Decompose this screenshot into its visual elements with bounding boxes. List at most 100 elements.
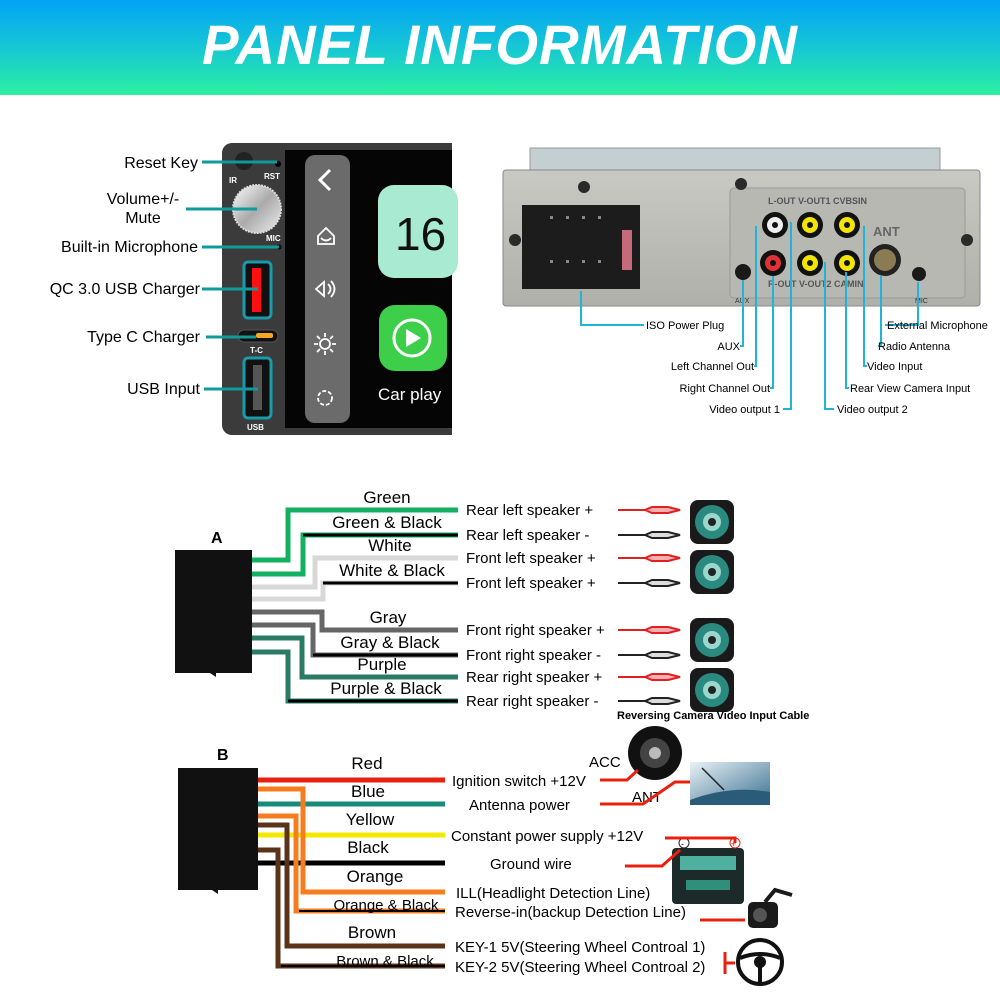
backup-camera-image: [748, 887, 793, 928]
tc-mark: T-C: [250, 346, 263, 355]
wire-color-label: Green: [363, 488, 410, 507]
settings-icon[interactable]: [317, 390, 333, 406]
wire-color-label: Brown: [348, 923, 396, 942]
label-radio-antenna: Radio Antenna: [878, 341, 951, 353]
label-left-channel-out: Left Channel Out: [671, 361, 754, 373]
rear-panel: L-OUT V-OUT1 CVBSIN R-OUT V-OUT2 CAMIN A…: [502, 147, 988, 416]
wire-function-label: KEY-2 5V(Steering Wheel Controal 2): [455, 959, 705, 976]
clock-time: 16: [395, 208, 446, 260]
rear-leader-lines: [580, 222, 919, 410]
home-icon[interactable]: [317, 226, 335, 245]
brightness-icon[interactable]: [314, 333, 336, 355]
page-title: PANEL INFORMATION: [202, 13, 798, 76]
wire-function-label: Reverse-in(backup Detection Line): [455, 904, 686, 921]
label-external-microphone: External Microphone: [887, 320, 988, 332]
speaker-icon: [690, 668, 734, 712]
label-type-c: Type C Charger: [87, 329, 201, 346]
label-qc-usb: QC 3.0 USB Charger: [50, 281, 201, 298]
harness-b-plug: [178, 768, 258, 894]
wire-color-label: White & Black: [339, 561, 445, 580]
negative-terminal-connector: [618, 697, 681, 705]
wire-color-label: Gray & Black: [340, 633, 440, 652]
rear-mark-top: L-OUT V-OUT1 CVBSIN: [768, 196, 867, 206]
wire-color-label: White: [368, 536, 411, 555]
wire-color-label: Purple: [357, 655, 406, 674]
battery-negative: -: [681, 839, 684, 849]
harness-a-plug: [175, 550, 252, 677]
front-panel: 16 Car play IR RST MIC T-C USB Reset Key…: [50, 143, 462, 435]
wire-path: [258, 786, 445, 895]
back-chevron-icon[interactable]: [317, 168, 332, 192]
rear-mark-bottom: R-OUT V-OUT2 CAMIN: [768, 279, 864, 289]
aux-jack: [735, 264, 751, 280]
wire-function-label: Front left speaker +: [466, 550, 596, 567]
wire-function-label: Rear right speaker -: [466, 693, 599, 710]
volume-icon[interactable]: [314, 280, 336, 298]
positive-terminal-connector: [618, 554, 681, 562]
label-right-channel-out: Right Channel Out: [680, 383, 771, 395]
wire-color-label: Gray: [370, 608, 407, 627]
iso-connector: [522, 205, 640, 289]
rst-mark: RST: [264, 172, 280, 181]
wire-function-label: ILL(Headlight Detection Line): [456, 885, 650, 902]
rca-jacks: [760, 212, 860, 276]
positive-terminal-connector: [618, 506, 681, 514]
wire-brown-black: Brown & Black KEY-2 5V(Steering Wheel Con…: [258, 847, 705, 976]
carplay-label[interactable]: Car play: [378, 385, 442, 404]
steering-wheel-icon: [736, 938, 784, 986]
accessory-links: [600, 768, 745, 974]
ant-label: ANT: [632, 789, 662, 806]
label-video-output-1: Video output 1: [709, 404, 780, 416]
speaker-icon: [690, 618, 734, 662]
wire-function-label: Rear right speaker +: [466, 669, 603, 686]
battery-positive: +: [731, 839, 736, 849]
label-mute: Mute: [125, 210, 161, 227]
label-rear-camera-input: Rear View Camera Input: [850, 383, 970, 395]
wire-color-label: Red: [351, 754, 382, 773]
chassis-top: [529, 147, 941, 173]
wire-path: [252, 555, 458, 590]
clock-tile: [378, 185, 458, 278]
wire-function-label: Ignition switch +12V: [452, 773, 586, 790]
harness-b-label: B: [217, 747, 229, 764]
wire-path: [252, 635, 458, 680]
wire-function-label: Front left speaker +: [466, 575, 596, 592]
wire-color-label: Green & Black: [332, 513, 442, 532]
wire-function-label: Constant power supply +12V: [451, 828, 643, 845]
wire-color-label: Black: [347, 838, 389, 857]
wire-function-label: Rear left speaker +: [466, 502, 593, 519]
rear-mark-mic: MIC: [915, 298, 928, 305]
positive-terminal-connector: [618, 673, 681, 681]
reversing-cable-label: Reversing Camera Video Input Cable: [617, 710, 809, 722]
wire-function-label: KEY-1 5V(Steering Wheel Controal 1): [455, 939, 705, 956]
label-aux: AUX: [717, 341, 740, 353]
wire-path: [258, 822, 445, 949]
wire-color-label: Brown & Black: [336, 953, 434, 970]
screen-sidebar: [305, 155, 350, 423]
harness-a-label: A: [211, 530, 223, 547]
negative-terminal-connector: [618, 651, 681, 659]
speaker-icon: [690, 550, 734, 594]
negative-terminal-connector: [618, 531, 681, 539]
wire-path: [252, 507, 458, 563]
label-reset-key: Reset Key: [124, 155, 198, 172]
label-video-input: Video Input: [867, 361, 922, 373]
battery-image: - +: [672, 837, 744, 904]
front-leader-lines: [186, 160, 279, 391]
header-banner: PANEL INFORMATION: [0, 0, 1000, 95]
speaker-icon: [690, 500, 734, 544]
